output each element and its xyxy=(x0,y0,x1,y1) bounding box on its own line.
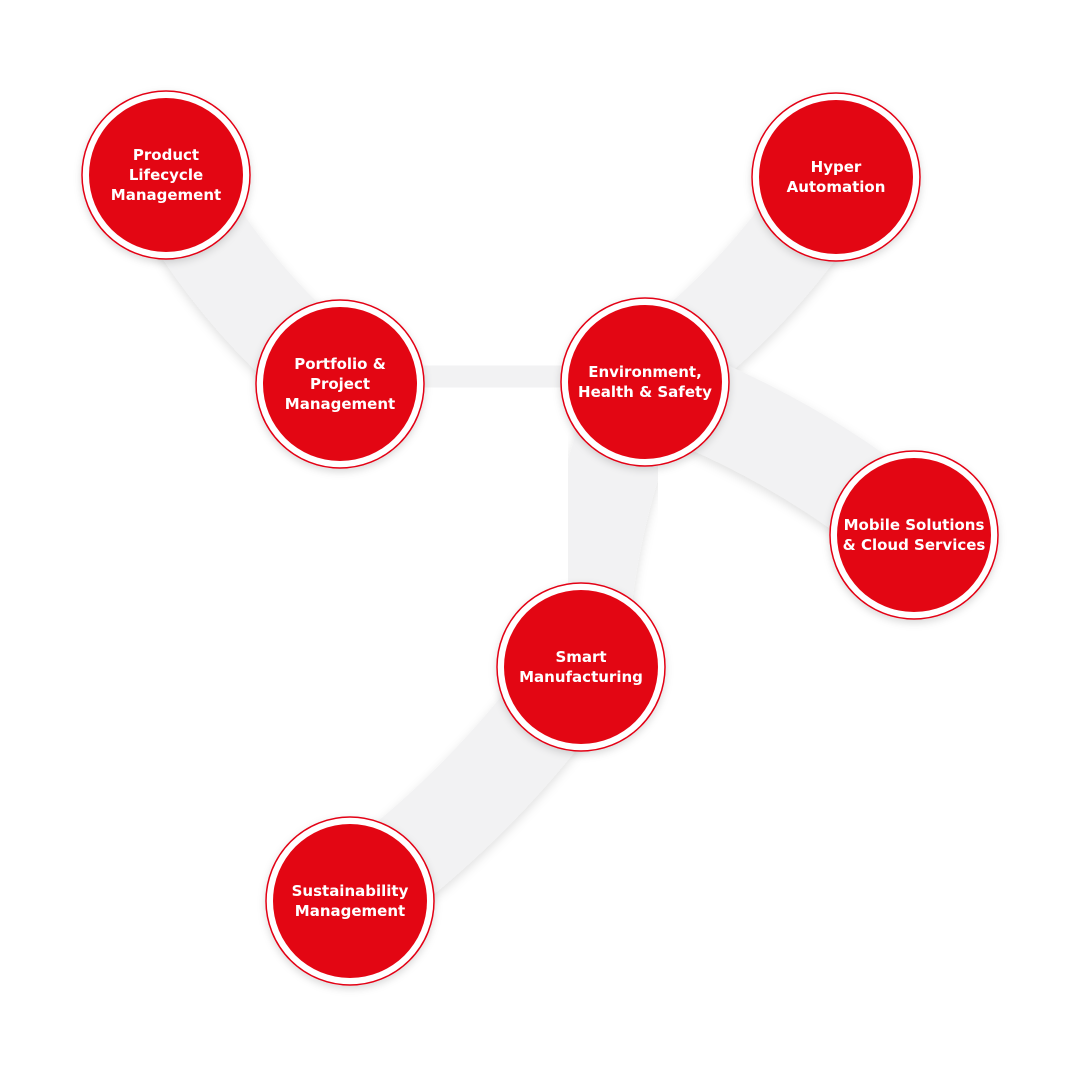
node-label-line: Mobile Solutions xyxy=(844,516,985,534)
node-circle xyxy=(263,307,417,461)
node-label-line: & Cloud Services xyxy=(843,536,986,554)
node-label-line: Sustainability xyxy=(292,882,409,900)
node-label-line: Management xyxy=(295,902,405,920)
node-label-line: Product xyxy=(133,146,199,164)
node-label-line: Health & Safety xyxy=(578,383,712,401)
node-label-line: Automation xyxy=(787,178,886,196)
node-circle xyxy=(568,305,722,459)
node-label-line: Environment, xyxy=(588,363,702,381)
node-circle xyxy=(837,458,991,612)
node-label-line: Smart xyxy=(555,648,606,666)
node-mobile-solutions-cloud-services: Mobile Solutions & Cloud Services xyxy=(829,450,999,620)
node-circle xyxy=(504,590,658,744)
connectors xyxy=(120,129,960,947)
node-circle xyxy=(759,100,913,254)
node-label-line: Hyper xyxy=(811,158,862,176)
node-label-line: Lifecycle xyxy=(129,166,203,184)
node-label-line: Project xyxy=(310,375,370,393)
node-circle xyxy=(89,98,243,252)
node-environment-health-safety: Environment, Health & Safety xyxy=(560,297,730,467)
node-label-line: Portfolio & xyxy=(294,355,386,373)
node-label-line: Management xyxy=(285,395,395,413)
node-label-line: Management xyxy=(111,186,221,204)
node-circle xyxy=(273,824,427,978)
node-label-line: Manufacturing xyxy=(519,668,643,686)
